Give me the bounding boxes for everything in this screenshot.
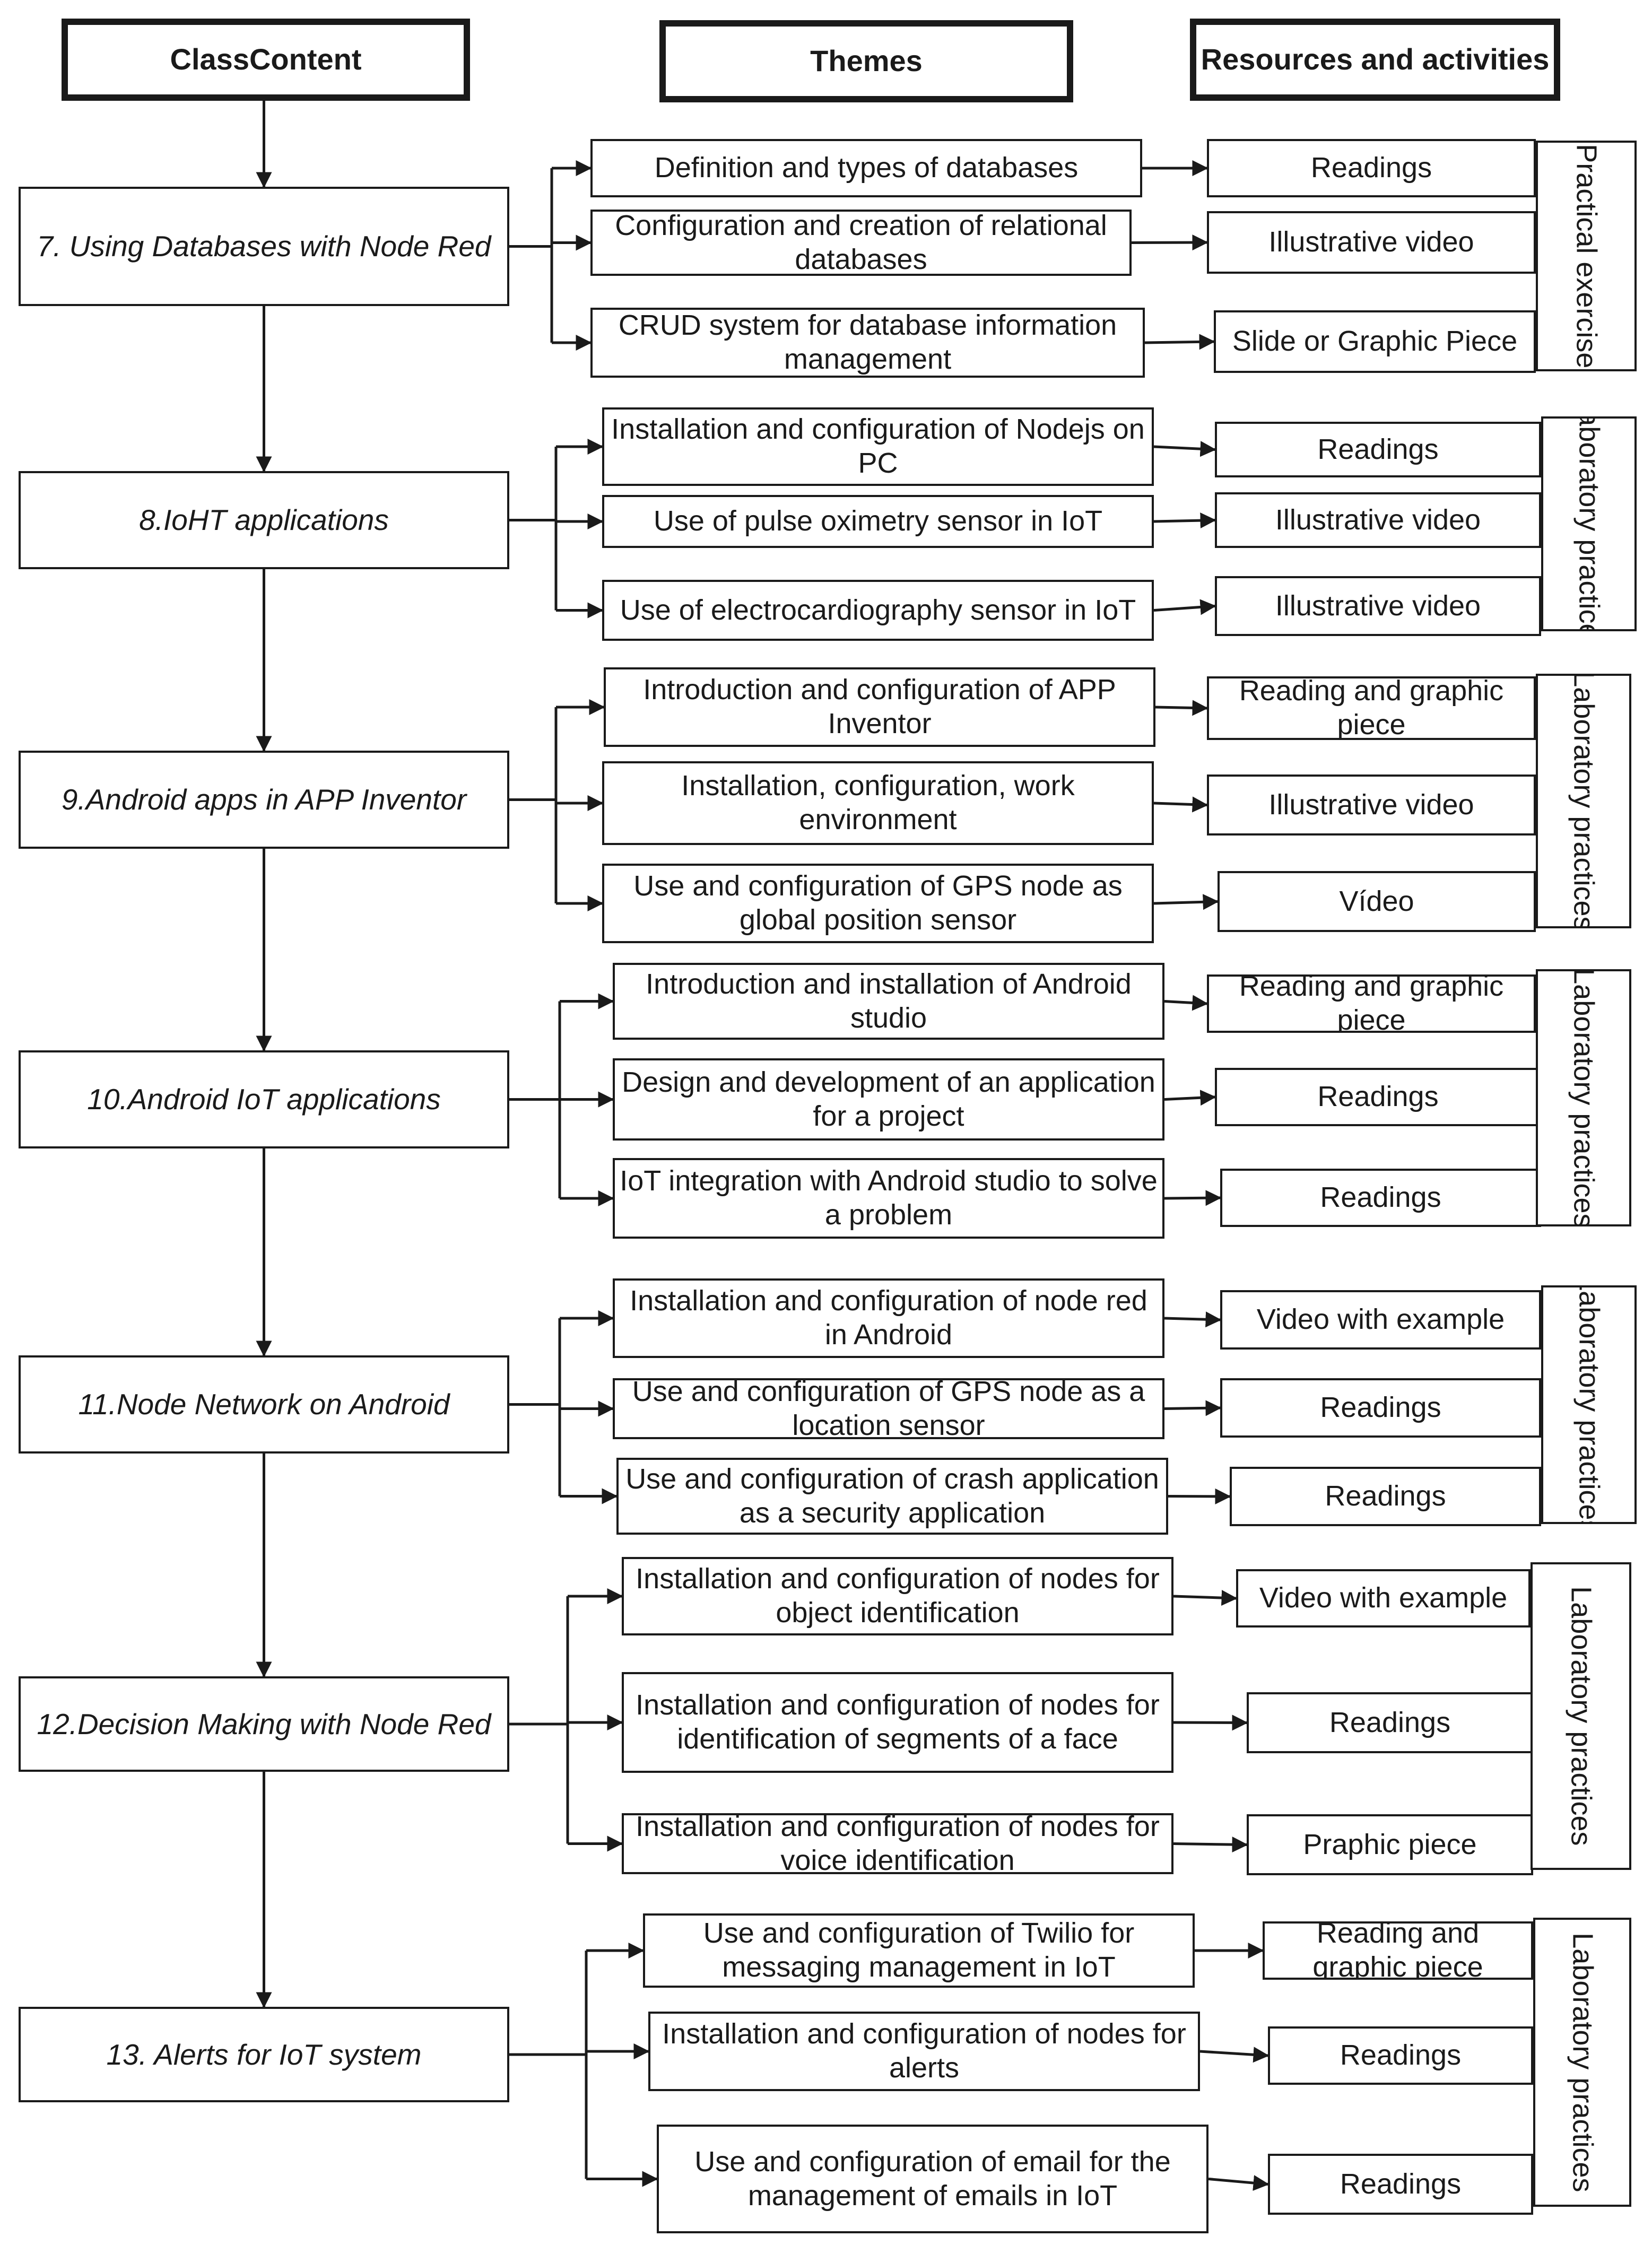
theme-box: Installation and configuration of nodes …	[622, 1557, 1173, 1635]
resource-box: Illustrative video	[1215, 576, 1541, 636]
theme-to-resource-arrow	[1208, 2175, 1270, 2191]
resource-box: Reading and graphic piece	[1207, 676, 1536, 740]
class-content-box: 13. Alerts for IoT system	[19, 2007, 509, 2102]
theme-box: Definition and types of databases	[590, 139, 1142, 197]
theme-to-resource-arrow	[1153, 599, 1216, 615]
header-resources-and-activities: Resources and activities	[1190, 19, 1560, 101]
theme-box: Use of electrocardiography sensor in IoT	[602, 580, 1154, 641]
theme-box: Use and configuration of GPS node as glo…	[602, 864, 1154, 943]
activity-box: Laboratory practices	[1541, 416, 1637, 631]
resource-box: Praphic piece	[1247, 1814, 1533, 1875]
theme-box: Installation and configuration of Nodejs…	[602, 407, 1154, 486]
theme-to-resource-arrow	[1164, 1311, 1222, 1328]
resource-box: Illustrative video	[1207, 211, 1536, 274]
resource-box: Readings	[1220, 1169, 1541, 1227]
theme-to-resource-arrow	[1173, 1715, 1248, 1731]
class-content-box: 9.Android apps in APP Inventor	[19, 751, 509, 849]
resource-box: Readings	[1207, 139, 1536, 197]
theme-box: CRUD system for database information man…	[590, 308, 1145, 378]
theme-box: Installation, configuration, work enviro…	[602, 761, 1154, 845]
theme-to-resource-arrow	[1153, 512, 1216, 529]
activity-box: Laboratory practices	[1533, 1918, 1631, 2207]
theme-box: Introduction and configuration of APP In…	[604, 667, 1155, 747]
class-content-box: 7. Using Databases with Node Red	[19, 187, 509, 306]
theme-to-resource-arrow	[1199, 2047, 1270, 2063]
activity-box: Laboratory practices	[1531, 1562, 1631, 1870]
activity-box: Laboratory practices	[1541, 1285, 1637, 1524]
theme-box: Use and configuration of email for the m…	[657, 2125, 1208, 2233]
activity-box: Practical exercise	[1536, 141, 1637, 371]
theme-box: Use of pulse oximetry sensor in IoT	[602, 495, 1154, 548]
theme-box: Introduction and installation of Android…	[613, 963, 1164, 1040]
theme-to-resource-arrow	[1153, 441, 1216, 457]
resource-box: Readings	[1268, 2026, 1533, 2085]
resource-box: Readings	[1220, 1378, 1541, 1438]
resource-box: Slide or Graphic Piece	[1214, 310, 1536, 373]
theme-box: Use and configuration of GPS node as a l…	[613, 1378, 1164, 1439]
theme-box: Use and configuration of crash applicati…	[616, 1458, 1168, 1535]
class-content-box: 11.Node Network on Android	[19, 1355, 509, 1454]
resource-box: Readings	[1215, 1068, 1541, 1126]
theme-box: IoT integration with Android studio to s…	[613, 1158, 1164, 1239]
resource-box: Readings	[1215, 422, 1541, 477]
theme-box: Installation and configuration of nodes …	[648, 2012, 1200, 2091]
theme-box: Installation and configuration of nodes …	[622, 1813, 1173, 1874]
resource-box: Illustrative video	[1215, 492, 1541, 548]
class-content-box: 12.Decision Making with Node Red	[19, 1676, 509, 1772]
theme-to-resource-arrow	[1164, 995, 1208, 1011]
theme-to-resource-arrow	[1173, 1837, 1248, 1853]
theme-to-resource-arrow	[1173, 1590, 1238, 1606]
resource-box: Readings	[1230, 1467, 1541, 1526]
class-content-box: 10.Android IoT applications	[19, 1050, 509, 1148]
class-content-box: 8.IoHT applications	[19, 471, 509, 569]
theme-to-resource-arrow	[1168, 1488, 1231, 1504]
resource-box: Readings	[1247, 1692, 1533, 1753]
theme-box: Installation and configuration of nodes …	[622, 1672, 1173, 1773]
theme-to-resource-arrow	[1144, 334, 1215, 350]
resource-box: Reading and graphic piece	[1207, 974, 1536, 1033]
activity-box: Laboratory practices	[1536, 969, 1631, 1226]
theme-to-resource-arrow	[1164, 1090, 1216, 1106]
theme-to-resource-arrow	[1164, 1400, 1222, 1416]
theme-to-resource-arrow	[1155, 700, 1208, 716]
resource-box: Illustrative video	[1207, 774, 1536, 836]
theme-box: Design and development of an application…	[613, 1058, 1164, 1141]
resource-box: Readings	[1268, 2154, 1533, 2215]
resource-box: Video with example	[1236, 1569, 1531, 1628]
resource-box: Reading and graphic piece	[1263, 1921, 1533, 1980]
resource-box: Video with example	[1220, 1290, 1541, 1350]
theme-to-resource-arrow	[1131, 234, 1208, 251]
header-themes: Themes	[659, 20, 1073, 102]
activity-box: Laboratory practices	[1536, 674, 1631, 928]
theme-box: Use and configuration of Twilio for mess…	[643, 1913, 1195, 1988]
resource-box: Vídeo	[1218, 871, 1536, 932]
header-class-content: ClassContent	[62, 19, 470, 101]
theme-box: Configuration and creation of relational…	[590, 210, 1132, 276]
theme-to-resource-arrow	[1153, 894, 1219, 910]
theme-box: Installation and configuration of node r…	[613, 1278, 1164, 1358]
theme-to-resource-arrow	[1153, 796, 1208, 813]
